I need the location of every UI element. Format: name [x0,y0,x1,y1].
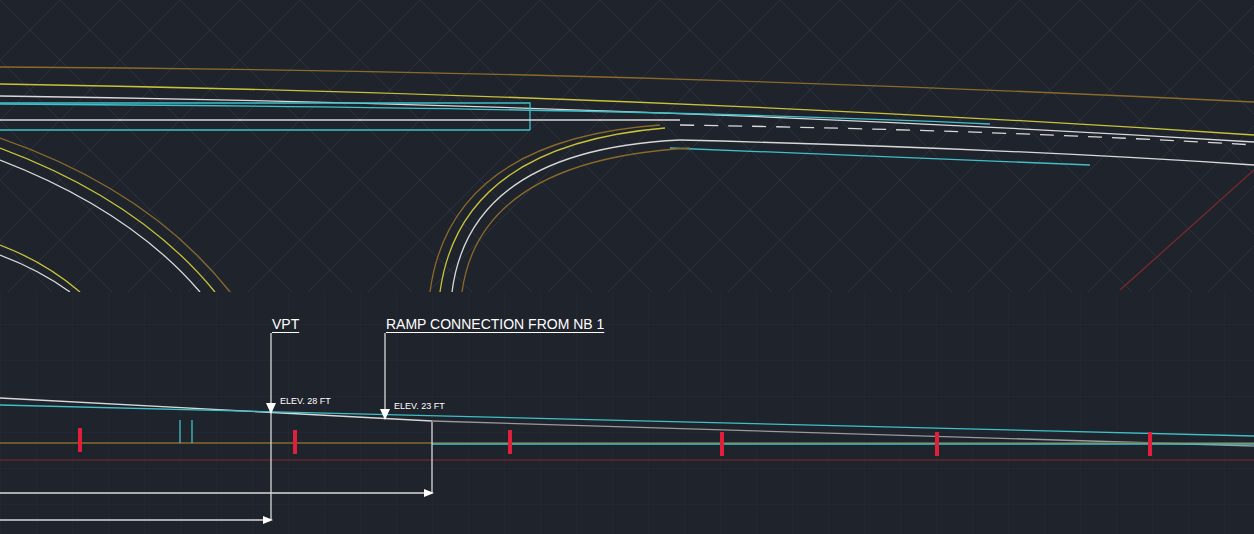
ramp-callout: RAMP CONNECTION FROM NB 1 [386,316,604,332]
elevation-label: ELEV. 23 FT [393,401,446,411]
elevation-label: ELEV. 28 FT [279,396,332,406]
station-callout: VPT [272,316,299,332]
